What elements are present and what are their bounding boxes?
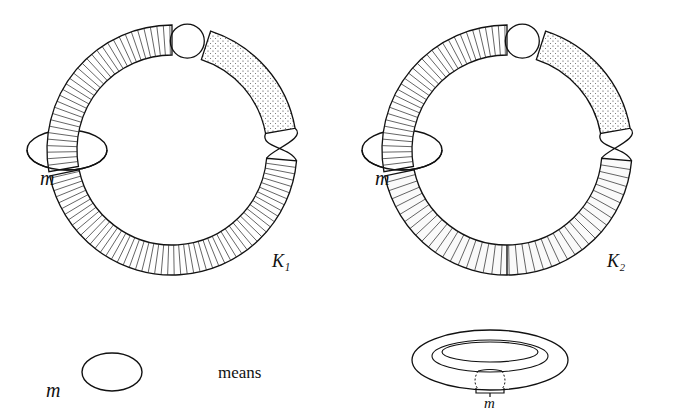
meridian-label: m [484,396,495,411]
solid-torus [412,330,568,390]
hatched-band [385,158,632,275]
knot-label: K₁ [272,252,290,270]
stippled-band [536,31,630,133]
hatched-band [50,158,297,275]
clasp [505,24,539,58]
stippled-band [201,31,295,133]
hatched-band [47,25,172,172]
meridian-label: m [46,380,60,400]
twist [600,128,633,161]
clasp [170,24,204,58]
seam [506,245,507,275]
hatched-band [382,25,507,172]
twist [265,128,298,161]
meridian-front [362,150,442,170]
meridian-symbol [82,353,142,391]
knot-label: K₂ [607,252,625,270]
meridian-label: m [375,168,389,188]
word-label: means [218,364,261,381]
meridian-label: m [40,168,54,188]
meridian-front [27,150,107,170]
